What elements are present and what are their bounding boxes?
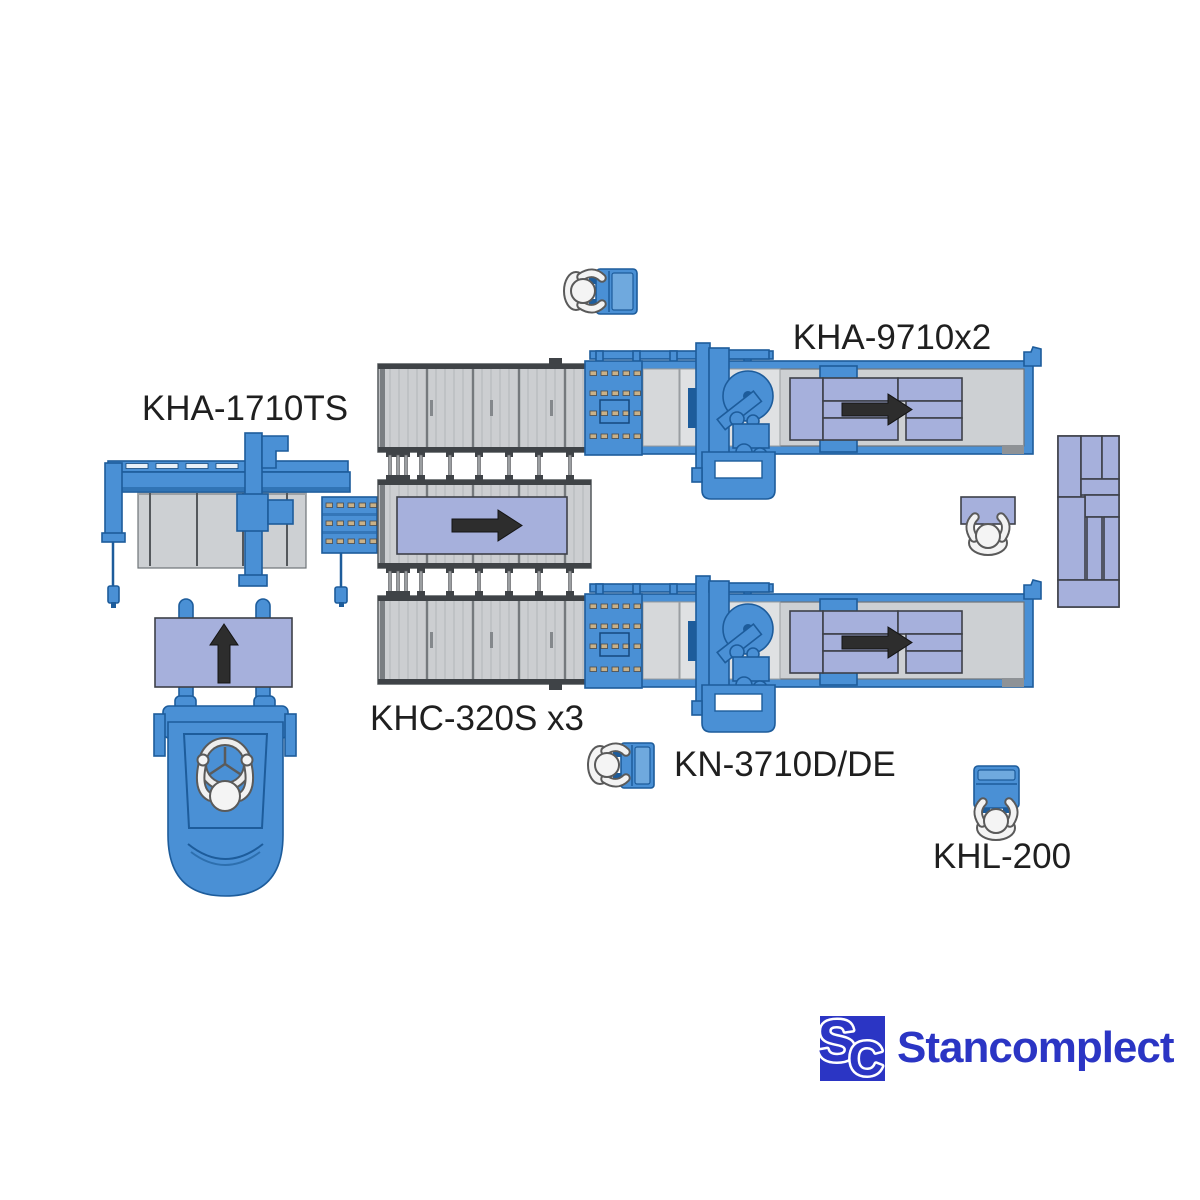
kha-1710ts-machine	[101, 432, 378, 608]
saw-carriage-column	[236, 432, 294, 587]
kha-9710-line-2	[585, 576, 1041, 732]
khc-320s-stack	[377, 358, 592, 690]
worker-with-cart-top	[564, 269, 638, 315]
stancomplect-logo: S C Stancomplect	[815, 1007, 1176, 1089]
logo-wordmark: Stancomplect	[897, 1023, 1175, 1072]
kha-9710-line-1	[585, 343, 1041, 499]
label-kha-9710: KHA-9710x2	[793, 318, 991, 357]
logo-letter-s: S	[818, 1009, 857, 1074]
worker-carrying-panel	[960, 496, 1016, 555]
label-khl-200: KHL-200	[933, 837, 1071, 876]
logo-mark	[820, 1016, 885, 1081]
label-khc-320s: KHC-320S x3	[370, 699, 584, 738]
operator	[195, 753, 255, 812]
roller-table-3	[377, 595, 592, 685]
control-unit	[321, 496, 378, 607]
up-arrow-icon	[209, 623, 239, 684]
logo-letter-c: C	[849, 1033, 884, 1086]
panel-rack	[1057, 435, 1120, 608]
right-arrow-icon	[451, 509, 523, 542]
roller-table-1	[377, 363, 592, 453]
label-kn-3710: KN-3710D/DE	[674, 745, 896, 784]
worker-with-cart-khl200	[974, 765, 1020, 840]
label-kha-1710ts: KHA-1710TS	[142, 389, 348, 428]
left-column	[101, 462, 126, 608]
worker-with-cart-kn3710	[588, 743, 655, 789]
forklift	[153, 598, 297, 897]
gantry-beam	[107, 460, 351, 493]
